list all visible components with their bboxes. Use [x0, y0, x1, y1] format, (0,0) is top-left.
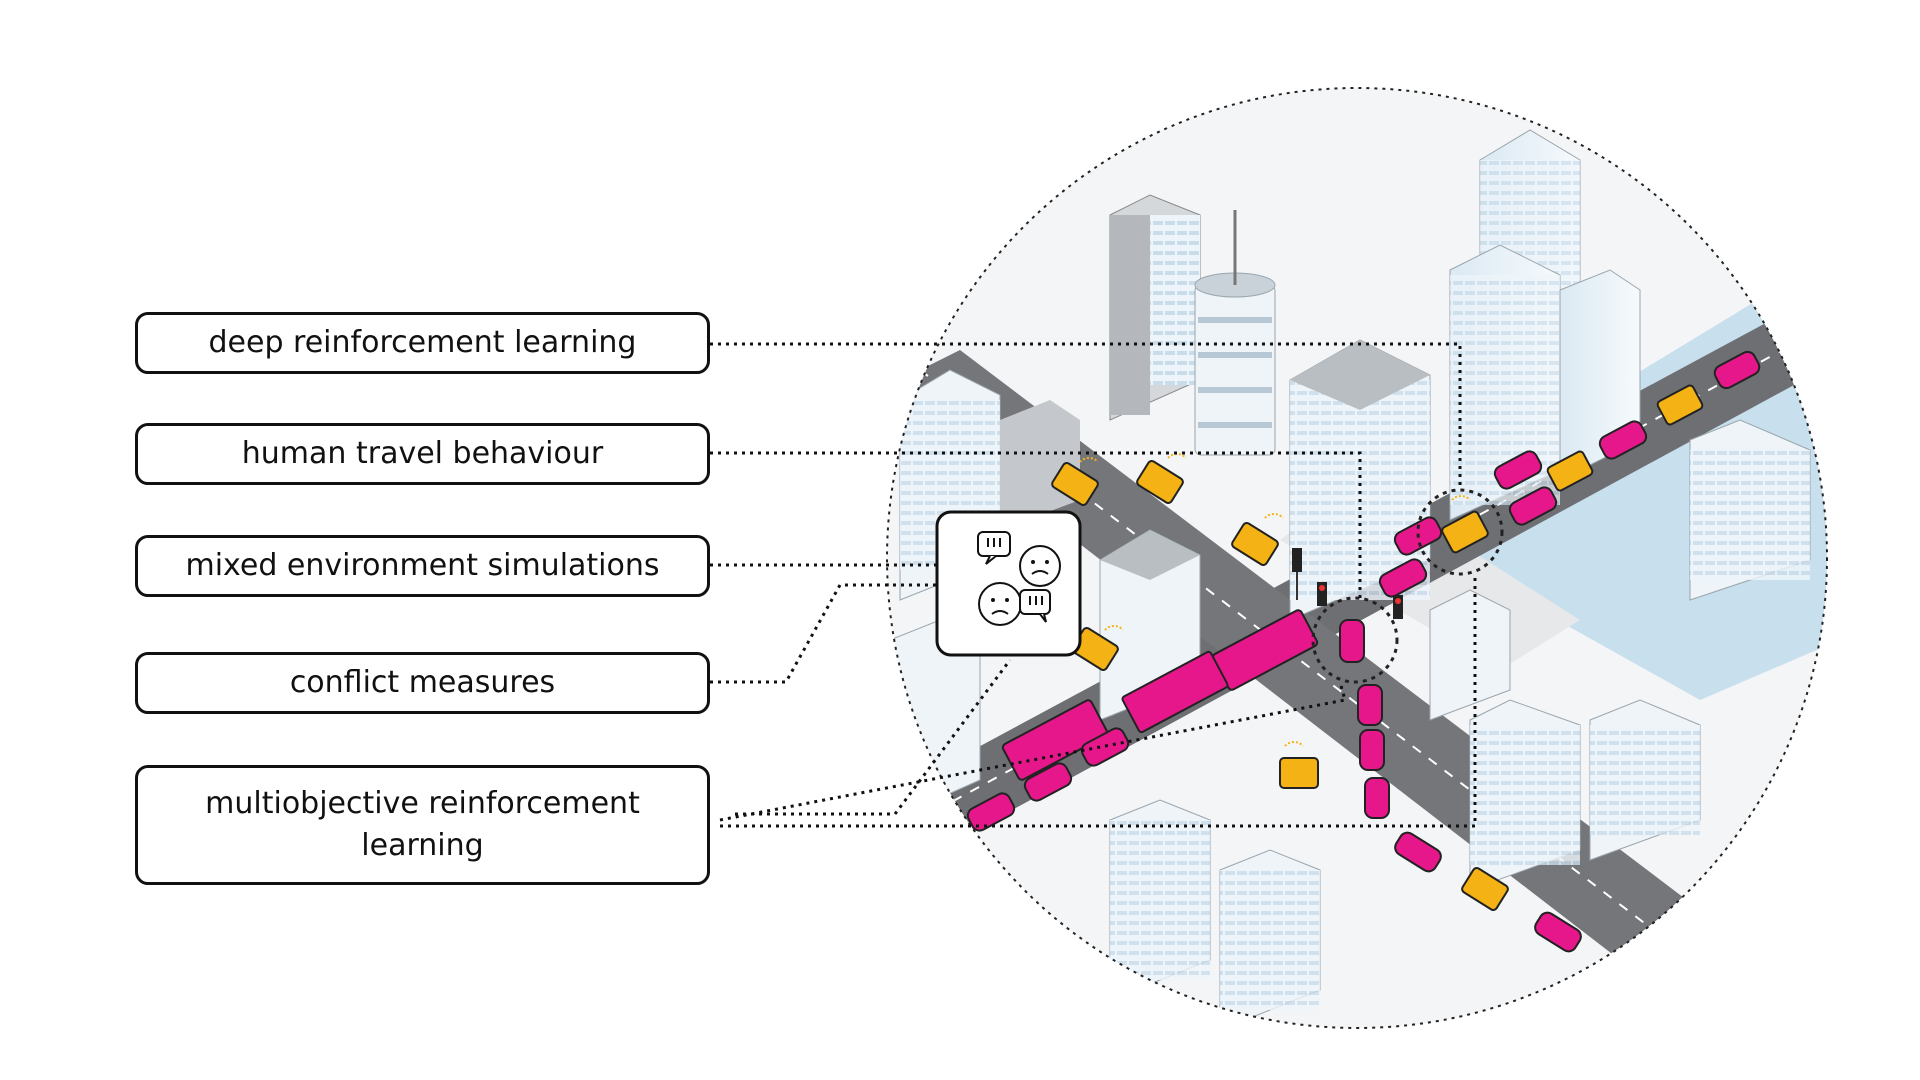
traffic-lights [1292, 548, 1403, 619]
truck-1 [1121, 650, 1229, 734]
car-15 [1534, 911, 1582, 953]
car-4 [1508, 486, 1558, 526]
round-tower [1194, 210, 1276, 456]
shuttle-8 [1279, 757, 1319, 789]
connector-lines [710, 342, 1477, 828]
car-1 [1713, 350, 1761, 390]
shuttle-3 [1441, 510, 1489, 554]
shuttle-1 [1656, 384, 1704, 426]
buildings-bottom [889, 619, 1701, 1028]
shuttle-4 [1051, 462, 1099, 506]
car-3 [1493, 450, 1543, 490]
building-right-mid [1429, 419, 1811, 721]
car-10 [966, 792, 1016, 832]
highlight-circle-shuttle [1416, 488, 1504, 576]
grey-building-top-left [1109, 194, 1201, 421]
car-11 [1357, 684, 1383, 726]
shuttle-5 [1136, 460, 1184, 504]
central-building [1289, 339, 1431, 621]
shuttle-2 [1546, 450, 1594, 492]
label-multiobjective-reinforcement-learning: multiobjective reinforcement learning [135, 765, 710, 885]
arguing-people-icon [935, 510, 1082, 657]
label-conflict-measures: conflict measures [135, 652, 710, 714]
car-6 [1378, 558, 1428, 598]
building-left-cluster [899, 369, 1201, 721]
shuttle-9 [1461, 867, 1509, 911]
car-7 [1339, 619, 1365, 663]
car-8 [1080, 727, 1130, 767]
label-mixed-environment-simulations: mixed environment simulations [135, 535, 710, 597]
shuttle-6 [1231, 522, 1279, 566]
scene-boundary-circle [886, 87, 1828, 1029]
label-deep-reinforcement-learning: deep reinforcement learning [135, 312, 710, 374]
label-human-travel-behaviour: human travel behaviour [135, 423, 710, 485]
city-illustration [887, 88, 1827, 1028]
car-9 [1023, 762, 1073, 802]
car-14 [1394, 831, 1442, 873]
wireless-signal-icon [1079, 452, 1471, 747]
car-12 [1359, 729, 1385, 771]
highlight-circle-car [1311, 596, 1399, 684]
car-13 [1364, 777, 1390, 819]
vehicles [966, 350, 1761, 953]
car-2 [1598, 420, 1648, 460]
